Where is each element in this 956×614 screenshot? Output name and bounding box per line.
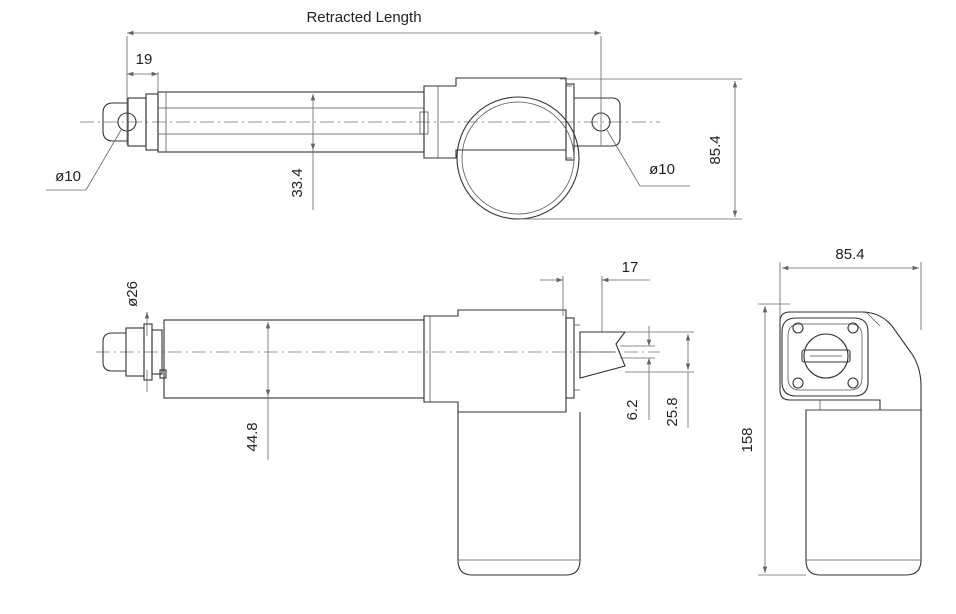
hole-right-label: ø10 — [649, 161, 675, 178]
dim-25-8-label: 25.8 — [664, 397, 681, 426]
side-view — [96, 276, 694, 576]
dim-85-4-top-label: 85.4 — [707, 135, 724, 164]
dim-85-4-end-label: 85.4 — [835, 246, 864, 263]
dim-158-label: 158 — [739, 427, 756, 452]
dim-26-label: ø26 — [124, 281, 141, 307]
dim-6-2-label: 6.2 — [624, 400, 641, 421]
hole-left-label: ø10 — [55, 168, 81, 185]
dim-19-label: 19 — [136, 51, 153, 68]
retracted-length-label: Retracted Length — [306, 9, 421, 26]
dim-44-8-label: 44.8 — [244, 422, 261, 451]
dim-33-4-label: 33.4 — [289, 168, 306, 197]
dim-17-label: 17 — [622, 259, 639, 276]
end-view — [758, 262, 922, 576]
top-view — [46, 30, 742, 220]
